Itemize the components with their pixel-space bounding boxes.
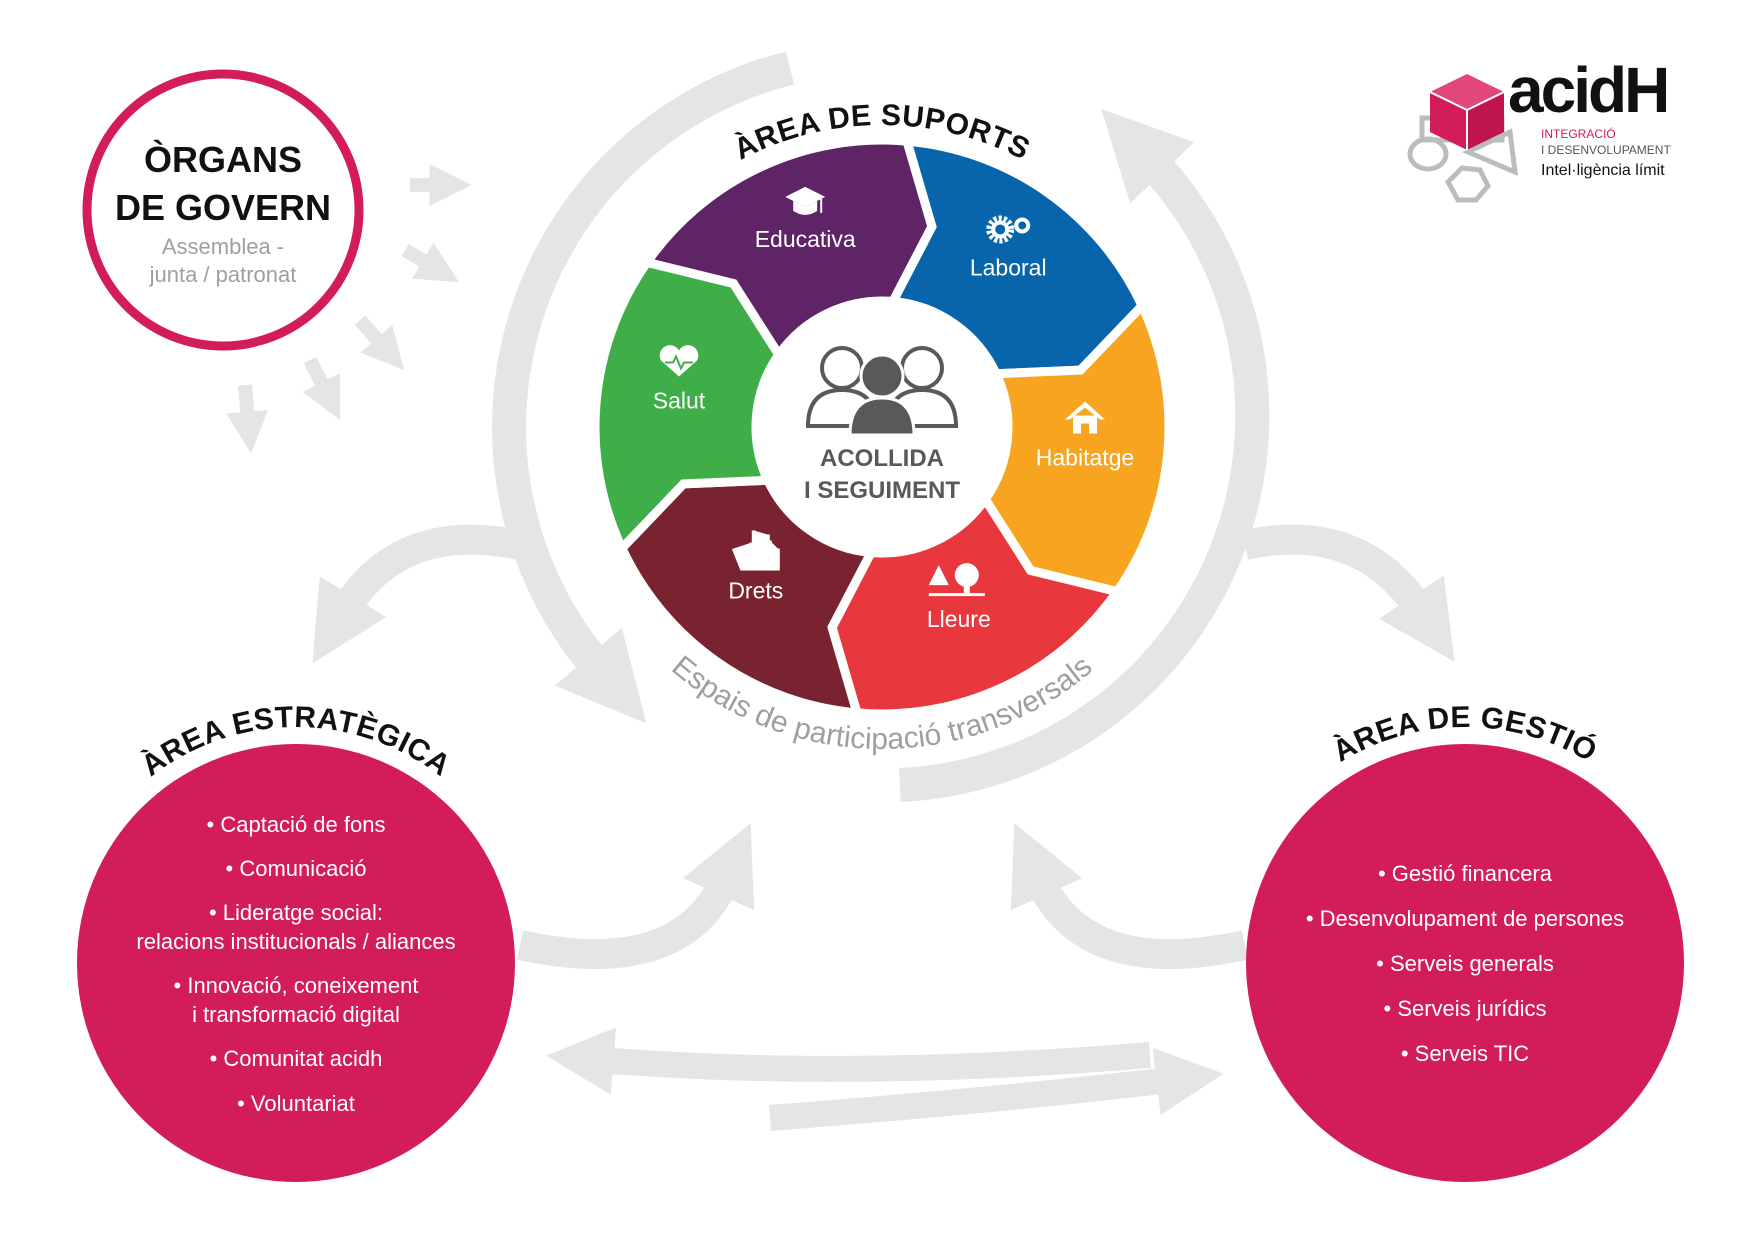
house-icon: [1065, 401, 1106, 434]
segment-laboral: [885, 136, 1148, 379]
arrow-right-cycle: [899, 108, 1270, 802]
logo-line2: I DESENVOLUPAMENT: [1541, 143, 1671, 157]
arrow-strategic-to-support: [516, 823, 755, 970]
governance-arrow: [226, 384, 269, 454]
governance-sub-line2: junta / patronat: [149, 262, 297, 287]
arrow-management-to-support: [1010, 823, 1249, 970]
acidh-logo: acidH INTEGRACIÓ I DESENVOLUPAMENT Intel…: [1407, 54, 1671, 203]
strategic-area: ÀREA ESTRATÈGICA • Captació de fons • Co…: [77, 701, 515, 1182]
logo-line3: Intel·ligència límit: [1541, 162, 1665, 179]
graduation-cap-icon: [785, 186, 826, 215]
heart-pulse-icon: [659, 345, 699, 377]
management-item: • Serveis TIC: [1401, 1041, 1529, 1066]
segment-drets: [616, 475, 879, 718]
strategic-item: • Comunitat acidh: [210, 1046, 383, 1071]
strategic-item: • Captació de fons: [207, 812, 386, 837]
management-item: • Desenvolupament de persones: [1306, 906, 1624, 931]
strategic-item: • Voluntariat: [237, 1091, 355, 1116]
management-item: • Serveis generals: [1376, 951, 1554, 976]
segment-habitatge: [979, 297, 1174, 597]
logo-line1: INTEGRACIÓ: [1541, 126, 1616, 141]
management-item: • Serveis jurídics: [1384, 996, 1547, 1021]
segment-lleure: [827, 491, 1125, 719]
segment-educativa: [639, 135, 937, 363]
arrow-left-cycle: [492, 51, 795, 724]
arrow-to-strategic: [312, 524, 524, 664]
governance-title-line1: ÒRGANS: [144, 138, 302, 180]
management-item: • Gestió financera: [1378, 861, 1553, 886]
center-label-line2: I SEGUIMENT: [804, 477, 960, 504]
gears-icon: [986, 215, 1031, 244]
raised-hands-icon: [731, 530, 780, 571]
governance-arrow: [354, 315, 405, 371]
strategic-item: • Lideratge social:: [209, 900, 383, 925]
segment-label: Habitatge: [1036, 445, 1134, 471]
arrow-to-management: [1241, 524, 1455, 662]
segment-salut: [590, 257, 785, 557]
management-area: ÀREA DE GESTIÓ • Gestió financera • Dese…: [1246, 701, 1684, 1182]
governance-sub-line1: Assemblea -: [162, 234, 284, 259]
segment-label: Drets: [728, 578, 783, 604]
strategic-item: • Comunicació: [226, 856, 367, 881]
logo-name: acidH: [1508, 54, 1667, 126]
strategic-item: i transformació digital: [192, 1002, 400, 1027]
segment-label: Laboral: [970, 254, 1047, 280]
segment-label: Salut: [653, 387, 706, 413]
segment-label: Educativa: [755, 226, 856, 252]
governance-title-line2: DE GOVERN: [115, 187, 331, 228]
logo-cube-icon: [1429, 74, 1505, 150]
governance-arrow: [302, 356, 341, 421]
arrow-management-to-strategic: [546, 1027, 1152, 1095]
flow-arrows: [226, 51, 1455, 1131]
center-label-line1: ACOLLIDA: [820, 445, 944, 472]
governance-arrow: [401, 242, 459, 283]
arrow-strategic-to-management: [768, 1048, 1224, 1131]
segment-label: Lleure: [927, 606, 991, 632]
strategic-item: relacions institucionals / aliances: [136, 929, 455, 954]
governance-bodies: ÒRGANS DE GOVERN Assemblea - junta / pat…: [82, 69, 364, 351]
trees-icon: [928, 563, 985, 597]
strategic-item: • Innovació, coneixement: [174, 973, 419, 998]
people-icon: [805, 346, 959, 437]
